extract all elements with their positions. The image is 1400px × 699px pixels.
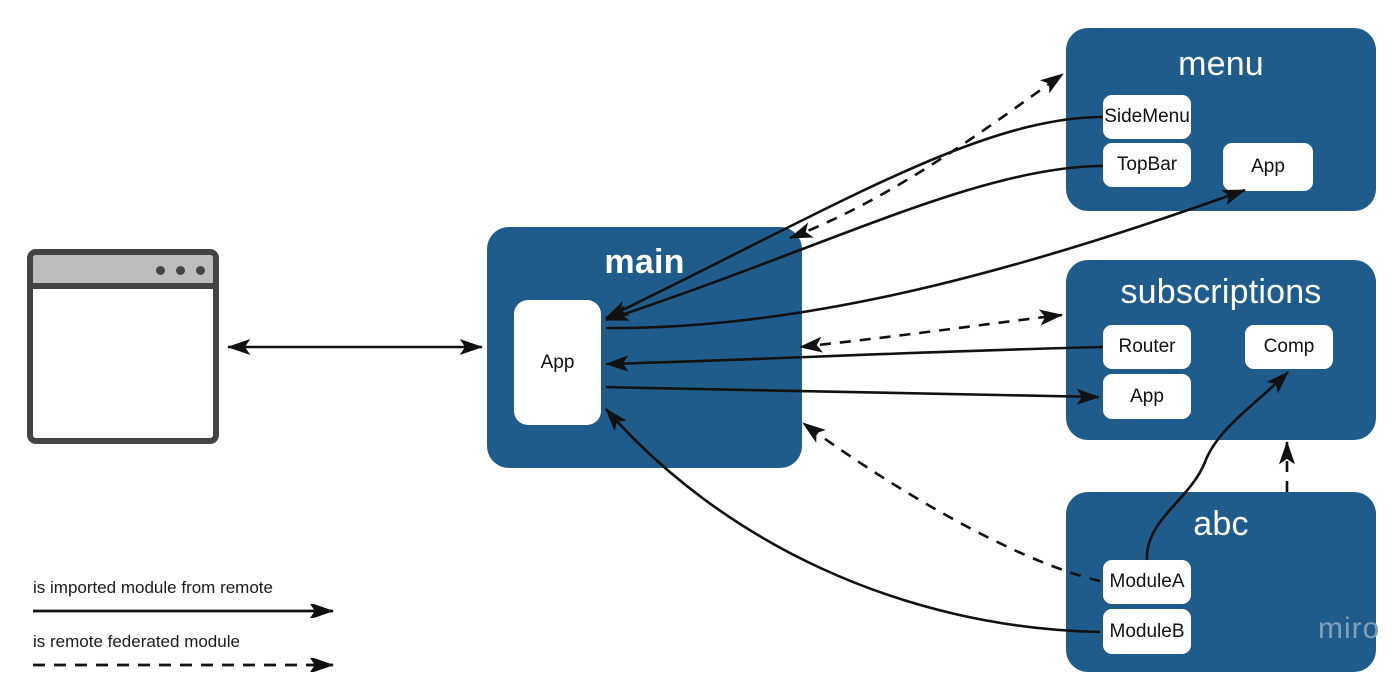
leaf-main-app-label: App <box>540 351 575 373</box>
leaf-menu-app-label: App <box>1251 156 1285 177</box>
legend-solid-arrow-icon <box>33 604 335 618</box>
leaf-main-app[interactable]: App <box>514 300 601 425</box>
leaf-subscriptions-router[interactable]: Router <box>1103 325 1191 369</box>
leaf-subscriptions-router-label: Router <box>1118 336 1176 357</box>
leaf-abc-moduleb-label: ModuleB <box>1109 620 1185 642</box>
leaf-abc-modulea-label: ModuleA <box>1109 571 1185 592</box>
legend-federated-module-label: is remote federated module <box>33 632 240 651</box>
browser-dot-icon <box>196 266 205 275</box>
legend-dashed-arrow-icon <box>33 658 335 672</box>
leaf-menu-sidemenu[interactable]: SideMenu <box>1103 95 1191 139</box>
module-main-title: main <box>604 243 685 281</box>
leaf-subscriptions-app-label: App <box>1130 385 1164 407</box>
edge-main-menu-federated <box>789 72 1064 240</box>
leaf-subscriptions-comp[interactable]: Comp <box>1245 325 1333 369</box>
legend-federated-module: is remote federated module <box>33 632 363 672</box>
leaf-subscriptions-app[interactable]: App <box>1103 374 1191 419</box>
leaf-subscriptions-comp-label: Comp <box>1263 336 1315 357</box>
legend-imported-module: is imported module from remote <box>33 578 363 618</box>
miro-watermark: miro <box>1318 612 1381 645</box>
legend-imported-module-label: is imported module from remote <box>33 578 273 597</box>
leaf-abc-moduleb[interactable]: ModuleB <box>1103 609 1191 654</box>
browser-titlebar <box>33 255 213 289</box>
browser-viewport <box>33 289 213 438</box>
module-menu-title: menu <box>1178 45 1264 83</box>
browser-window[interactable] <box>27 249 219 444</box>
browser-dot-icon <box>156 266 165 275</box>
module-subscriptions-title: subscriptions <box>1120 273 1322 311</box>
edge-main-subscriptions-federated <box>798 309 1064 353</box>
module-abc-title: abc <box>1193 505 1249 543</box>
leaf-menu-topbar[interactable]: TopBar <box>1103 143 1191 187</box>
leaf-menu-topbar-label: TopBar <box>1116 154 1178 175</box>
edge-abc-to-main-federated <box>802 421 1101 583</box>
leaf-abc-modulea[interactable]: ModuleA <box>1103 560 1191 604</box>
leaf-menu-sidemenu-label: SideMenu <box>1104 106 1190 127</box>
leaf-menu-app[interactable]: App <box>1223 143 1313 191</box>
browser-dot-icon <box>176 266 185 275</box>
